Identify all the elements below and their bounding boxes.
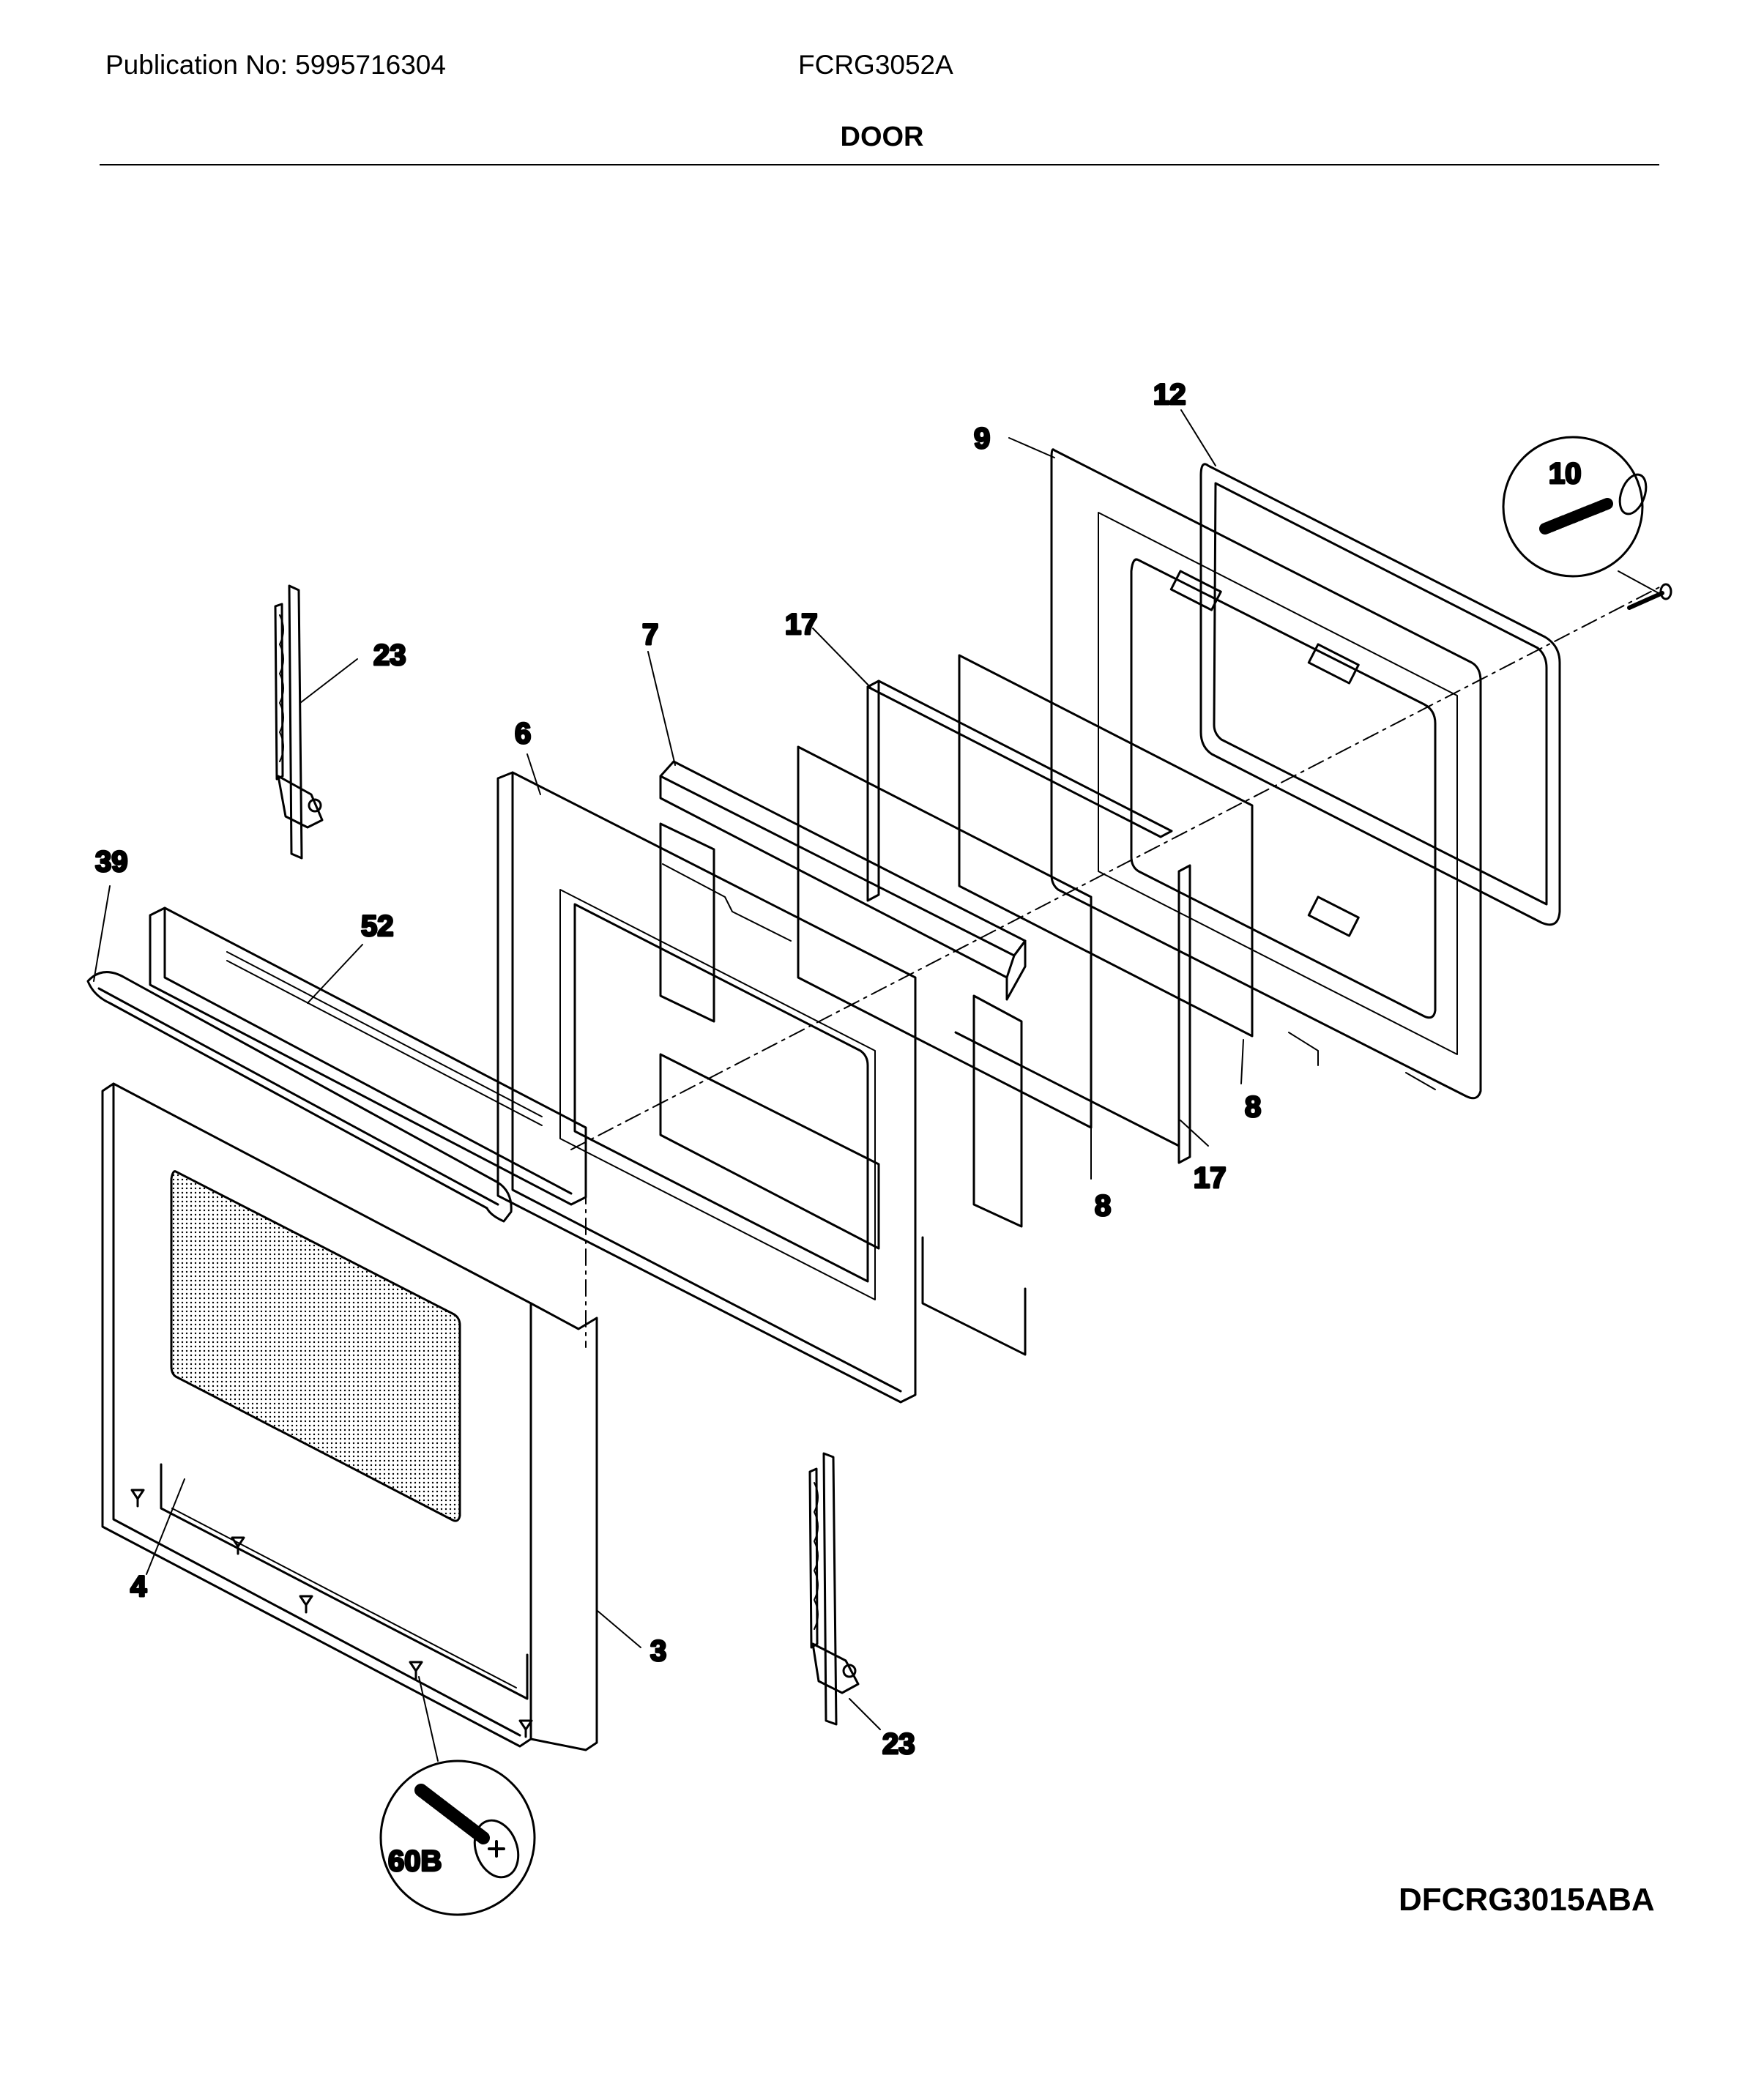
part-label-17-upper: 17 bbox=[785, 608, 818, 641]
outer-door-panel bbox=[101, 1082, 598, 1751]
header-rule bbox=[100, 164, 1659, 165]
part-label-6: 6 bbox=[515, 718, 531, 750]
door-hinge-lower bbox=[808, 1452, 860, 1726]
part-label-12: 12 bbox=[1153, 379, 1186, 411]
door-top-trim bbox=[149, 906, 587, 1206]
inner-door-frame bbox=[496, 771, 917, 1404]
part-label-39: 39 bbox=[95, 846, 128, 878]
part-label-9: 9 bbox=[974, 422, 990, 455]
model-number: FCRG3052A bbox=[798, 50, 953, 80]
part-label-8-left: 8 bbox=[1095, 1190, 1111, 1222]
bottom-vent-bracket bbox=[160, 1463, 529, 1700]
leader-lines bbox=[93, 409, 1244, 1762]
screw-detail-callout bbox=[1502, 436, 1672, 610]
diagram-code: DFCRG3015ABA bbox=[1399, 1882, 1655, 1918]
part-label-10: 10 bbox=[1549, 458, 1582, 490]
viewing-window bbox=[170, 1170, 461, 1522]
part-label-23-lower: 23 bbox=[882, 1728, 915, 1760]
part-label-8-right: 8 bbox=[1245, 1091, 1261, 1123]
part-label-52: 52 bbox=[361, 910, 394, 942]
inner-door-liner bbox=[1050, 448, 1482, 1100]
publication-number: Publication No: 5995716304 bbox=[105, 50, 446, 80]
part-label-7: 7 bbox=[642, 619, 658, 651]
part-label-4: 4 bbox=[130, 1571, 147, 1603]
part-label-23-upper: 23 bbox=[373, 639, 406, 671]
insulation-blocks bbox=[659, 760, 1027, 1356]
glass-retainers bbox=[866, 679, 1191, 1164]
door-handle bbox=[86, 971, 513, 1223]
door-seal-frame bbox=[1199, 463, 1561, 926]
part-label-3: 3 bbox=[650, 1635, 666, 1667]
section-title: DOOR bbox=[840, 122, 924, 152]
screw-60b-detail bbox=[379, 1759, 536, 1916]
door-hinge-upper bbox=[274, 584, 324, 860]
door-screws bbox=[130, 1489, 533, 1738]
part-label-60b: 60B bbox=[388, 1845, 442, 1877]
part-label-17-lower: 17 bbox=[1194, 1162, 1227, 1194]
